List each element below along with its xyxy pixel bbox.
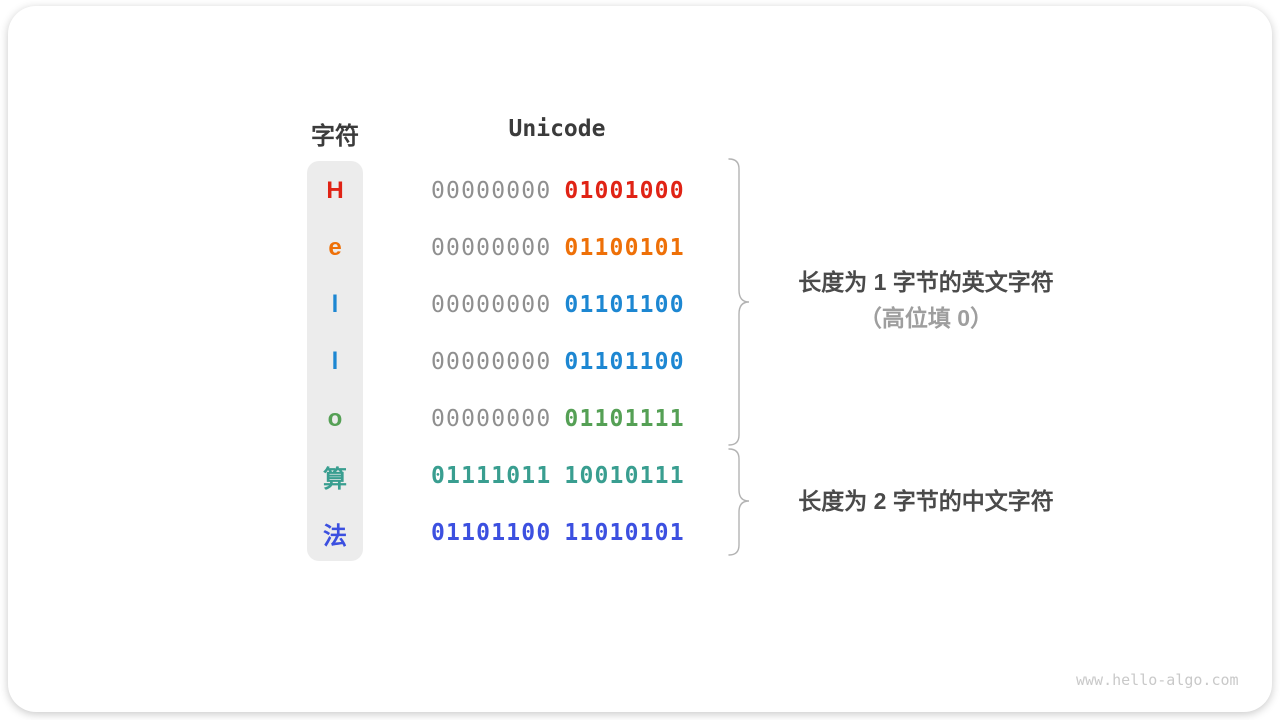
- character-cell: l: [331, 291, 339, 318]
- character-column-background: [307, 161, 363, 561]
- curly-brace-english-group: [728, 158, 750, 446]
- binary-bytes: 01101100 11010101: [431, 505, 685, 561]
- column-header-unicode: Unicode: [508, 116, 606, 142]
- binary-byte-low: 01100101: [564, 235, 685, 261]
- diagram-card: [8, 6, 1272, 712]
- watermark-url: www.hello-algo.com: [1076, 671, 1239, 689]
- binary-bytes: 00000000 01101100: [431, 277, 685, 333]
- binary-byte-high: 00000000: [431, 235, 552, 261]
- character-cell: 法: [323, 522, 347, 550]
- binary-bytes: 01111011 10010111: [431, 448, 685, 504]
- table-row: 算 01111011 10010111: [0, 448, 1280, 504]
- character-cell: 算: [323, 465, 347, 493]
- binary-byte-high: 00000000: [431, 178, 552, 204]
- table-row: e 00000000 01100101: [0, 220, 1280, 276]
- column-header-character: 字符: [311, 123, 359, 150]
- table-row: l 00000000 01101100: [0, 334, 1280, 390]
- binary-byte-high: 01111011: [431, 463, 552, 489]
- character-cell: o: [327, 405, 343, 432]
- character-cell: e: [328, 234, 342, 261]
- table-row: 法 01101100 11010101: [0, 505, 1280, 561]
- annotation-chinese-chars: 长度为 2 字节的中文字符: [756, 487, 1096, 515]
- character-cell: l: [331, 348, 339, 375]
- binary-byte-low: 10010111: [564, 463, 685, 489]
- binary-byte-low: 01101111: [564, 406, 685, 432]
- binary-bytes: 00000000 01100101: [431, 220, 685, 276]
- binary-bytes: 00000000 01101111: [431, 391, 685, 447]
- annotation-english-chars: 长度为 1 字节的英文字符 （高位填 0）: [756, 268, 1096, 332]
- binary-byte-high: 00000000: [431, 406, 552, 432]
- binary-byte-low: 01101100: [564, 349, 685, 375]
- binary-byte-high: 00000000: [431, 292, 552, 318]
- binary-byte-high: 01101100: [431, 520, 552, 546]
- binary-byte-low: 01101100: [564, 292, 685, 318]
- annotation-english-line1: 长度为 1 字节的英文字符: [798, 269, 1054, 295]
- table-row: l 00000000 01101100: [0, 277, 1280, 333]
- binary-bytes: 00000000 01001000: [431, 163, 685, 219]
- annotation-chinese-line1: 长度为 2 字节的中文字符: [798, 488, 1054, 514]
- table-row: H 00000000 01001000: [0, 163, 1280, 219]
- binary-byte-low: 01001000: [564, 178, 685, 204]
- binary-byte-low: 11010101: [564, 520, 685, 546]
- table-row: o 00000000 01101111: [0, 391, 1280, 447]
- binary-byte-high: 00000000: [431, 349, 552, 375]
- curly-brace-chinese-group: [728, 448, 750, 556]
- character-cell: H: [326, 177, 344, 204]
- annotation-english-line2: （高位填 0）: [858, 305, 994, 331]
- binary-bytes: 00000000 01101100: [431, 334, 685, 390]
